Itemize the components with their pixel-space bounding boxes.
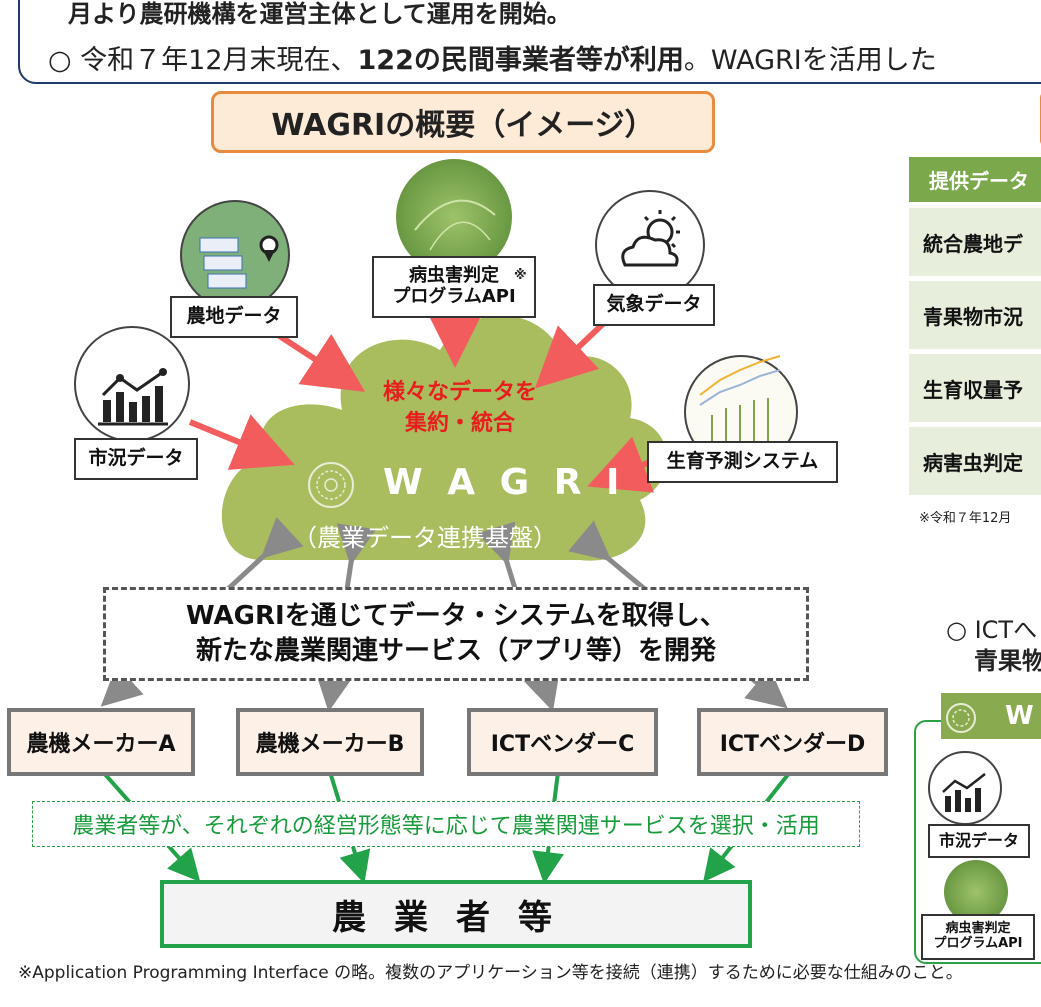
- pest-footnote-mark: ※: [514, 268, 527, 283]
- provided-data-row: 統合農地デ: [909, 208, 1041, 276]
- weather-sun-cloud-icon: [595, 190, 705, 300]
- arrow-weather-to-cloud: [534, 319, 608, 389]
- wagri-diagram-graphics: [74, 159, 818, 884]
- farmland-data-label: 農地データ: [170, 296, 298, 338]
- banner-line-2: ○ 令和７年12月末現在、122の民間事業者等が利用。WAGRIを活用した: [48, 45, 937, 76]
- market-chart-icon: [74, 326, 190, 442]
- provided-data-header: 提供データ: [909, 157, 1041, 202]
- farmer-selection-note: 農業者等が、それぞれの経営形態等に応じて農業関連サービスを選択・活用: [32, 801, 860, 847]
- right-produce-text: 青果物: [974, 647, 1041, 675]
- pest-api-label: 病虫害判定 プログラムAPI: [372, 256, 536, 318]
- wagri-logo-text: W A G R I: [383, 462, 626, 503]
- table-footnote: ※令和７年12月: [919, 511, 1012, 526]
- development-note-box: WAGRIを通じてデータ・システムを取得し、 新たな農業関連サービス（アプリ等）…: [103, 587, 809, 681]
- vendor-d-box: ICTベンダーD: [697, 708, 888, 776]
- right-market-label: 市況データ: [928, 824, 1030, 858]
- farmland-map-icon: [180, 200, 290, 310]
- provided-data-row: 生育収量予: [909, 354, 1041, 422]
- provided-data-row: 青果物市況: [909, 281, 1041, 349]
- vendor-a-box: 農機メーカーA: [7, 708, 195, 776]
- farmers-box: 農業者等: [160, 880, 752, 948]
- api-footnote: ※Application Programming Interface の略。複数…: [18, 963, 963, 983]
- arrow-farmland-to-cloud: [276, 332, 366, 392]
- vendor-b-box: 農機メーカーB: [236, 708, 424, 776]
- cloud-subtitle: （農業データ連携基盤）: [293, 524, 557, 552]
- cloud-aggregation-text: 様々なデータを 集約・統合: [382, 380, 537, 436]
- right-pest-leaf-icon: [944, 860, 1008, 922]
- right-wagri-logo-icon: [946, 703, 976, 733]
- summary-banner: [18, 0, 1041, 84]
- growth-forecast-label: 生育予測システム: [647, 441, 838, 483]
- right-pest-label: 病虫害判定 プログラムAPI: [921, 914, 1035, 960]
- banner-line-1: 月より農研機構を運営主体として運用を開始。: [68, 0, 571, 28]
- right-market-chart-icon: [928, 751, 1002, 825]
- pest-leaf-icon: [396, 159, 512, 275]
- wagri-logo-icon: [308, 462, 354, 508]
- market-data-label: 市況データ: [74, 438, 198, 480]
- right-ict-text: ○ ICTへ: [946, 616, 1038, 644]
- provided-data-row: 病害虫判定: [909, 427, 1041, 495]
- arrow-market-to-cloud: [188, 414, 295, 470]
- vendor-c-box: ICTベンダーC: [467, 708, 658, 776]
- diagram-title: WAGRIの概要（イメージ）: [211, 91, 715, 153]
- arrow-growth-to-cloud: [587, 436, 655, 493]
- weather-data-label: 気象データ: [593, 284, 715, 326]
